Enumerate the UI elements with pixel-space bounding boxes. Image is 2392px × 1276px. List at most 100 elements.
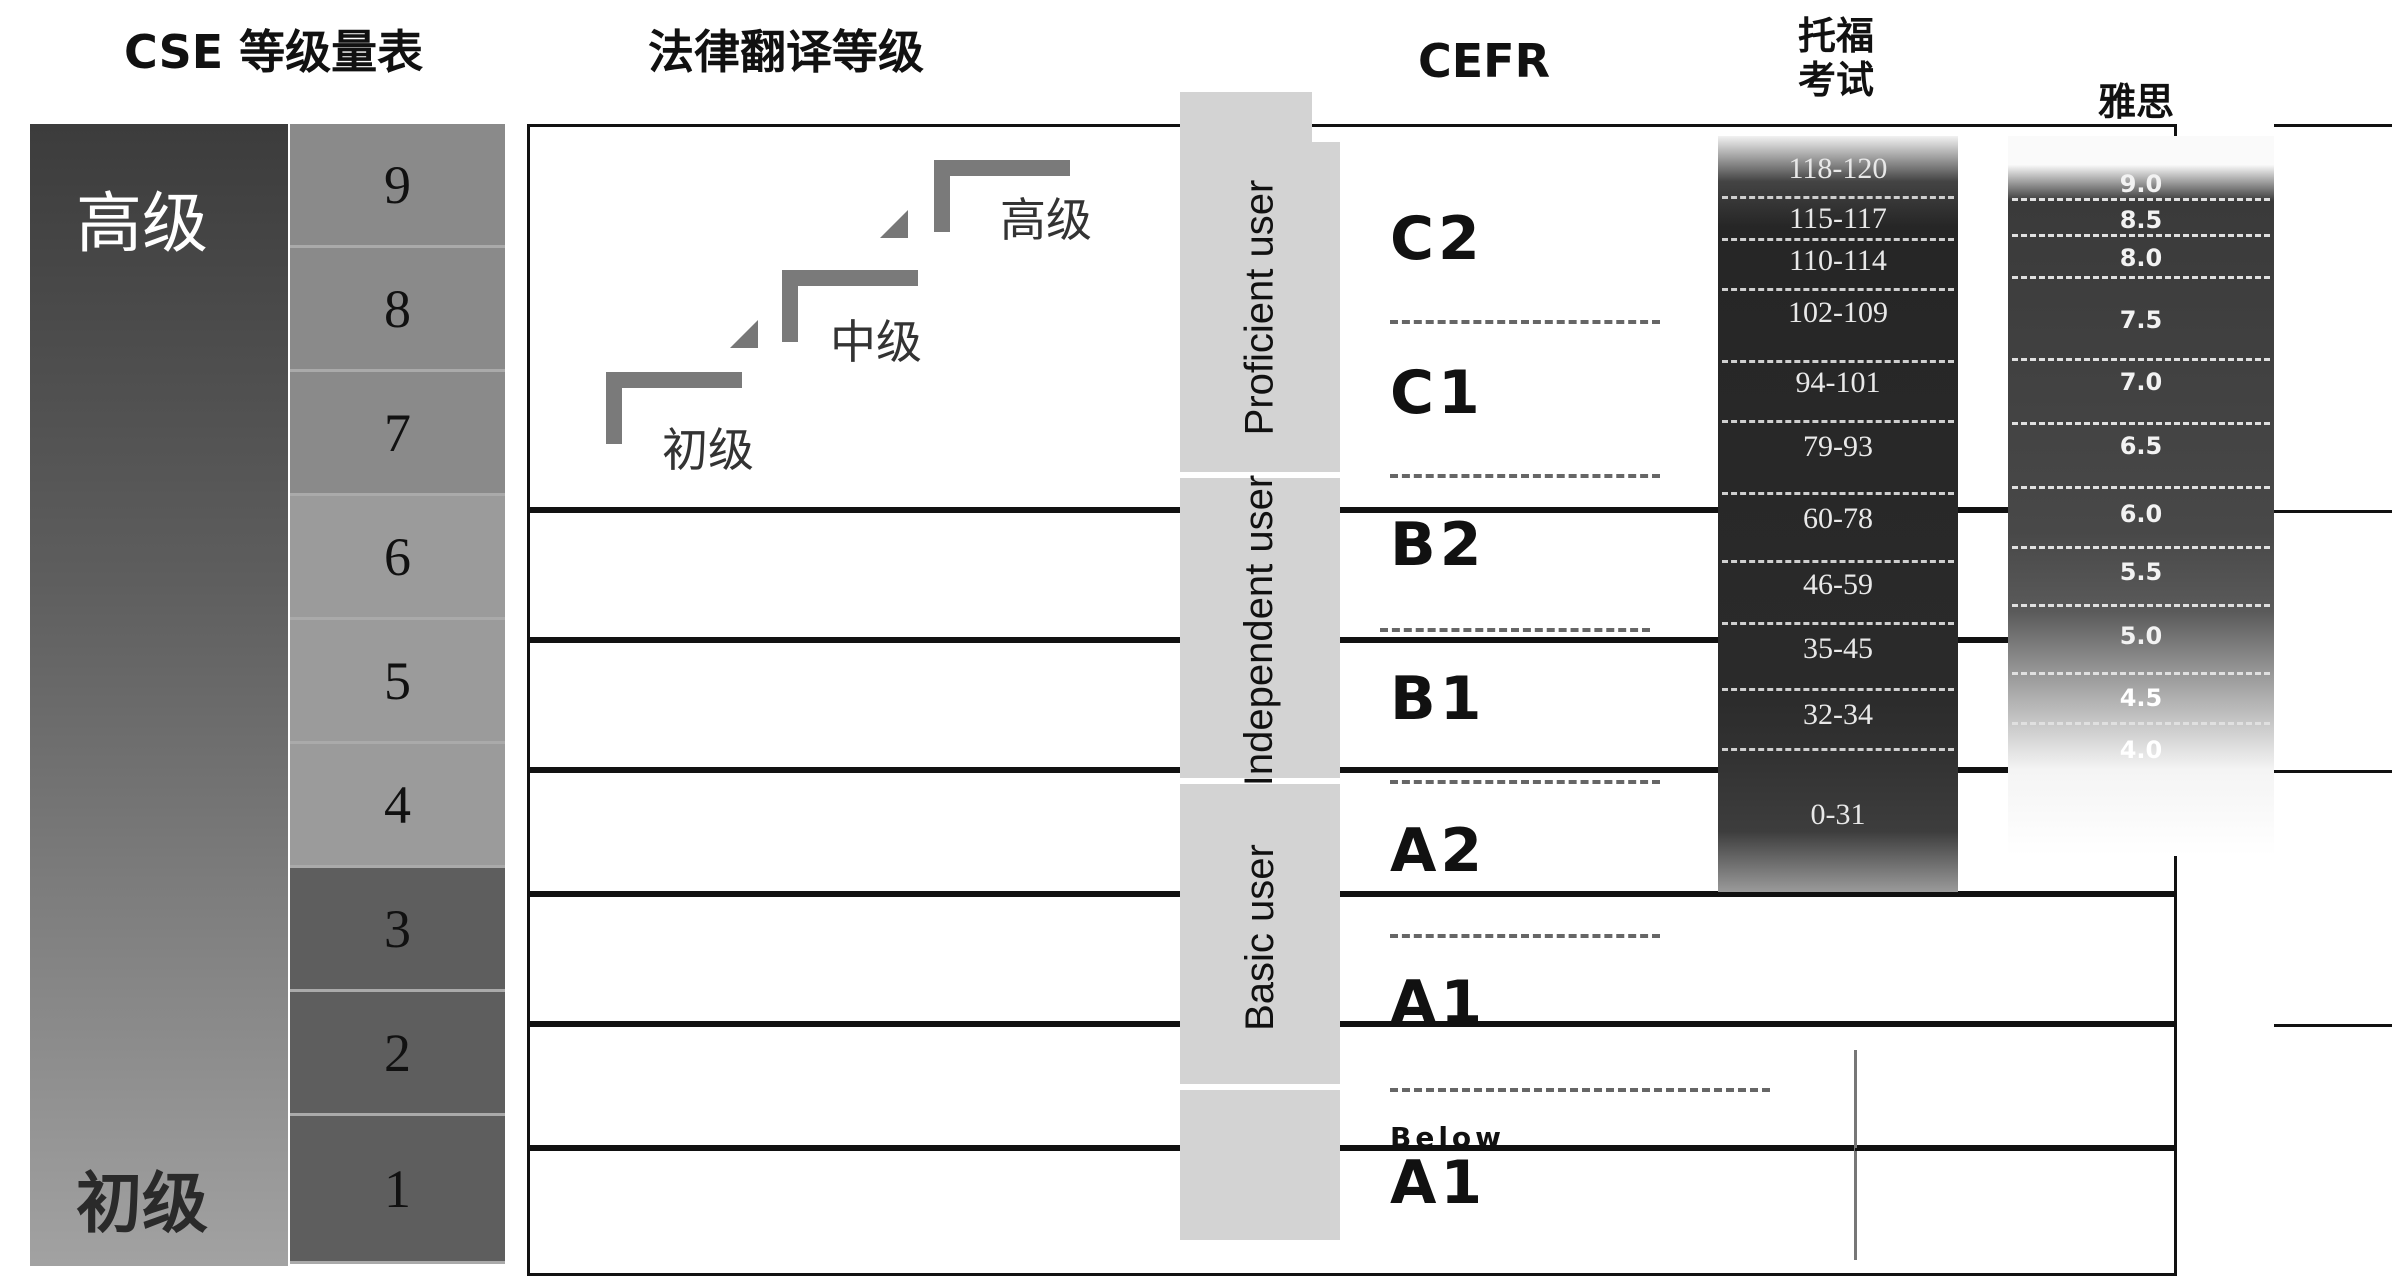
- cefr-band-tab: [1180, 92, 1312, 142]
- ielts-score: 8.5: [2119, 206, 2163, 234]
- cse-level-2: 2: [290, 992, 505, 1116]
- ielts-right-border: [2274, 124, 2277, 1276]
- ielts-separator: [2012, 604, 2270, 607]
- cefr-band-basic: [1180, 784, 1340, 1084]
- toefl-separator: [1722, 560, 1954, 563]
- toefl-score: 79-93: [1803, 430, 1873, 463]
- ielts-score: 9.0: [2119, 170, 2163, 198]
- cefr-level-c1: C1: [1390, 358, 1484, 428]
- cefr-separator: [1390, 1088, 1770, 1092]
- stair-step-2-tread: [782, 270, 918, 286]
- cefr-band-independent: [1180, 478, 1340, 778]
- ielts-score: 6.5: [2119, 432, 2163, 460]
- ielts-score: 7.0: [2119, 368, 2163, 396]
- ielts-score: 6.0: [2119, 500, 2163, 528]
- toefl-score: 46-59: [1803, 568, 1873, 601]
- stair-step-3-tread: [934, 160, 1070, 176]
- stair-label-advanced: 高级: [1000, 193, 1092, 247]
- toefl-separator: [1722, 360, 1954, 363]
- cefr-separator: [1390, 320, 1660, 324]
- cse-header: CSE 等级量表: [124, 25, 424, 79]
- stair-step-1-riser: [606, 372, 622, 444]
- cse-low-label: 初级: [76, 1165, 208, 1242]
- cse-level-4: 4: [290, 744, 505, 868]
- ielts-score: 5.5: [2119, 558, 2163, 586]
- cefr-band-label-independent: Independent user: [1237, 474, 1282, 786]
- stair-label-beginner: 初级: [662, 423, 754, 477]
- toefl-separator: [1722, 288, 1954, 291]
- stair-step-1-tread: [606, 372, 742, 388]
- cefr-band-label-basic: Basic user: [1237, 843, 1282, 1031]
- toefl-separator: [1722, 238, 1954, 241]
- cefr-level-a2: A2: [1390, 816, 1487, 886]
- law-row: [527, 1024, 2177, 1148]
- toefl-separator: [1722, 748, 1954, 751]
- toefl-separator: [1722, 196, 1954, 199]
- cse-level-3: 3: [290, 868, 505, 992]
- cse-high-label: 高级: [76, 185, 208, 262]
- ielts-separator: [2012, 276, 2270, 279]
- cefr-level-b2: B2: [1390, 510, 1486, 580]
- stair-arrow-2: [880, 210, 908, 238]
- cse-level-7: 7: [290, 372, 505, 496]
- cefr-level-c2: C2: [1390, 204, 1484, 274]
- law-row: [527, 894, 2177, 1024]
- toefl-column: [1718, 136, 1958, 892]
- cefr-level-a1: A1: [1390, 968, 1487, 1038]
- ielts-column: [2008, 136, 2274, 856]
- toefl-header: 托福 考试: [1797, 14, 1874, 102]
- cefr-separator: [1390, 934, 1660, 938]
- ielts-score: 4.0: [2119, 736, 2163, 764]
- ielts-separator: [2012, 546, 2270, 549]
- ielts-score: 4.5: [2119, 684, 2163, 712]
- ielts-score: 7.5: [2119, 306, 2163, 334]
- toefl-score: 35-45: [1803, 632, 1873, 665]
- law-header: 法律翻译等级: [648, 25, 924, 79]
- cefr-level-b1: B1: [1390, 664, 1486, 734]
- toefl-score: 0-31: [1810, 798, 1866, 831]
- toefl-score: 118-120: [1788, 152, 1888, 185]
- cefr-below-bottom: A1: [1390, 1148, 1487, 1218]
- ielts-score: 5.0: [2119, 622, 2163, 650]
- cefr-header: CEFR: [1418, 34, 1551, 88]
- toefl-separator: [1722, 688, 1954, 691]
- ielts-separator: [2012, 722, 2270, 725]
- ielts-separator: [2012, 486, 2270, 489]
- row-line-right: [2274, 770, 2392, 773]
- divider-vertical: [1854, 1050, 1857, 1260]
- ielts-separator: [2012, 234, 2270, 237]
- row-line-right: [2274, 124, 2392, 127]
- stair-step-3-riser: [934, 160, 950, 232]
- row-line-mid: [1855, 1148, 1985, 1151]
- toefl-separator: [1722, 492, 1954, 495]
- ielts-separator: [2012, 672, 2270, 675]
- cefr-band-below: [1180, 1090, 1340, 1240]
- cefr-below-top: Below: [1390, 1121, 1506, 1154]
- cefr-separator: [1380, 628, 1650, 632]
- cefr-separator: [1390, 474, 1660, 478]
- cse-level-1: 1: [290, 1116, 505, 1264]
- row-line-right: [2274, 1024, 2392, 1027]
- ielts-separator: [2012, 358, 2270, 361]
- toefl-score: 94-101: [1795, 366, 1881, 399]
- cse-level-8: 8: [290, 248, 505, 372]
- stair-arrow-1: [730, 320, 758, 348]
- cefr-separator: [1390, 780, 1660, 784]
- toefl-score: 115-117: [1789, 202, 1887, 235]
- ielts-separator: [2012, 422, 2270, 425]
- row-line-right: [2274, 510, 2392, 513]
- ielts-separator: [2012, 198, 2270, 201]
- ielts-score: 8.0: [2119, 244, 2163, 272]
- toefl-score: 60-78: [1803, 502, 1873, 535]
- ielts-header: 雅思: [2097, 80, 2174, 124]
- cse-level-9: 9: [290, 124, 505, 248]
- toefl-score: 110-114: [1789, 244, 1887, 277]
- toefl-score: 32-34: [1803, 698, 1873, 731]
- cse-gradient-column: [30, 124, 288, 1266]
- toefl-separator: [1722, 420, 1954, 423]
- cefr-band-proficient: [1180, 142, 1340, 472]
- law-row: [527, 1148, 2177, 1276]
- cse-level-5: 5: [290, 620, 505, 744]
- cefr-band-label-proficient: Proficient user: [1237, 179, 1282, 435]
- toefl-score: 102-109: [1788, 296, 1888, 329]
